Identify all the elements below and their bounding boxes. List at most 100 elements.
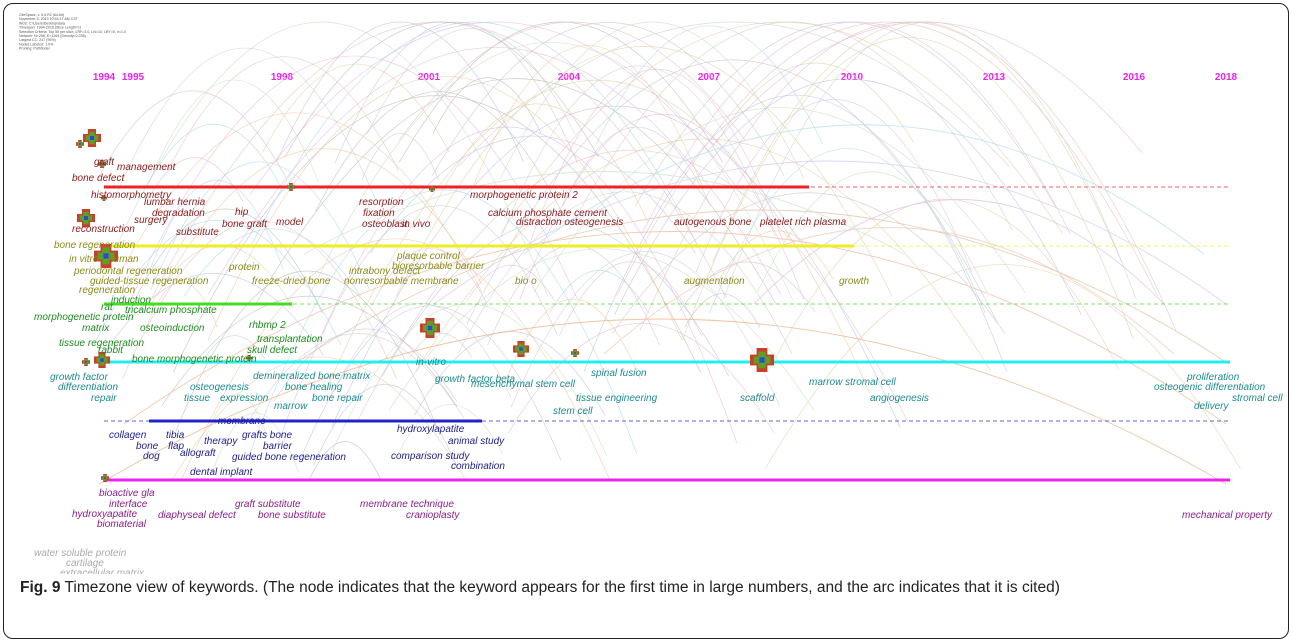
keyword-label: skull defect [247, 345, 298, 356]
keyword-label: tissue regeneration [59, 338, 144, 349]
citation-arc [128, 208, 323, 313]
year-label: 2016 [1123, 72, 1146, 83]
node-core [84, 216, 88, 220]
keyword-label: periodontal regeneration [73, 266, 183, 277]
keyword-label: autogenous bone [674, 217, 752, 228]
keyword-label: morphogenetic protein 2 [470, 190, 578, 201]
citation-arc [397, 404, 504, 454]
keyword-label: matrix [82, 323, 110, 334]
citation-arc [334, 21, 578, 163]
citation-arc [611, 192, 1006, 334]
citation-arc [764, 264, 1241, 470]
keyword-label: expression [220, 393, 269, 404]
keyword-label: histomorphometry [91, 190, 172, 201]
caption-text: Timezone view of keywords. (The node ind… [60, 579, 1060, 596]
citation-arc [123, 231, 1227, 425]
keyword-label: bioactive gla [99, 488, 155, 499]
keyword-label: human [108, 254, 139, 265]
timezone-lanes [104, 185, 1230, 482]
keyword-label: bone substitute [258, 510, 326, 521]
citation-arc [307, 42, 793, 300]
citation-arc [695, 99, 972, 273]
node-core [427, 325, 433, 331]
citation-arc [388, 248, 814, 410]
citation-arc [431, 22, 785, 176]
keyword-label: substitute [176, 227, 219, 238]
keyword-label: augmentation [684, 276, 745, 287]
keyword-label: bone graft [222, 219, 268, 230]
settings-line: Network: N=258, E=1264 (Density=0.038) [19, 34, 86, 38]
keyword-label: guided-tissue regeneration [90, 276, 209, 287]
citation-arc [458, 21, 1010, 167]
citation-arc [303, 171, 905, 255]
keyword-node [101, 195, 107, 201]
citation-arc [273, 328, 458, 402]
citation-arc [203, 335, 265, 359]
keyword-label: angiogenesis [870, 393, 929, 404]
citation-arc [284, 21, 599, 158]
settings-line: CiteSpace, v. 5.5.R2 (64-bit) [19, 13, 64, 17]
citation-arc [529, 68, 784, 242]
citation-arc [614, 78, 1082, 315]
keyword-label: differentiation [58, 382, 118, 393]
citation-arc [398, 21, 746, 141]
keyword-label: delivery [1194, 401, 1229, 412]
keyword-label: grafts bone [242, 430, 292, 441]
keyword-node [82, 358, 90, 366]
citation-arc [325, 80, 870, 393]
settings-line: Nodes Labeled: 1.0% [19, 42, 54, 46]
keyword-label: nonresorbable membrane [344, 276, 459, 287]
citation-arcs [93, 21, 1241, 485]
keyword-label: degradation [152, 208, 205, 219]
keyword-label: surgery [134, 215, 168, 226]
keyword-label: hydroxyapatite [72, 509, 137, 520]
keyword-label: osteoinduction [140, 323, 205, 334]
keyword-label: cranioplasty [406, 510, 460, 521]
timezone-view: CiteSpace, v. 5.5.R2 (64-bit)November 5,… [19, 13, 1283, 574]
keyword-node [429, 186, 435, 192]
keyword-node [94, 244, 118, 268]
keyword-label: transplantation [257, 334, 323, 345]
citation-arc [249, 21, 743, 195]
citation-arc [262, 63, 450, 153]
keyword-label: dog [143, 451, 160, 462]
keyword-node [77, 209, 95, 227]
node-core [290, 186, 292, 188]
keyword-label: growth factor beta [435, 374, 515, 385]
keyword-label: in-vitro [416, 357, 446, 368]
citation-arc [313, 384, 457, 466]
keyword-node [76, 140, 84, 148]
node-core [79, 143, 81, 145]
citation-arc [255, 78, 777, 304]
settings-line: WoS: C:\Users\Desktop\data [19, 21, 65, 25]
citation-arc [167, 56, 399, 171]
citation-arc [706, 21, 1143, 153]
keyword-label: interface [109, 499, 148, 510]
citation-arc [769, 198, 1119, 369]
keyword-label: membrane technique [360, 499, 454, 510]
keyword-label: diaphyseal defect [158, 510, 237, 521]
keyword-label: comparison study [391, 451, 470, 462]
settings-line: Largest CC: 247 (95%) [19, 38, 56, 42]
citation-arc [207, 76, 683, 341]
keyword-label: tissue engineering [576, 393, 658, 404]
keyword-label: in vitro [69, 254, 99, 265]
citation-arc [634, 21, 1056, 207]
keyword-label: protein [228, 262, 260, 273]
keyword-label: guided bone regeneration [232, 452, 346, 463]
citation-arc [102, 273, 324, 356]
node-core [100, 358, 104, 362]
citation-arc [370, 135, 696, 254]
keyword-label: animal study [448, 436, 505, 447]
keyword-node [571, 349, 579, 357]
settings-line: Pruning: Pathfinder [19, 47, 51, 51]
node-core [85, 361, 87, 363]
keyword-label: osteogenic differentiation [1154, 382, 1266, 393]
citation-arc [753, 199, 1165, 305]
keyword-label: extracellular matrix [60, 568, 145, 574]
citation-arc [113, 47, 377, 201]
citation-arc [322, 205, 558, 335]
keyword-label: membrane [218, 416, 266, 427]
citation-arc [109, 112, 483, 293]
keyword-label: collagen [109, 430, 147, 441]
